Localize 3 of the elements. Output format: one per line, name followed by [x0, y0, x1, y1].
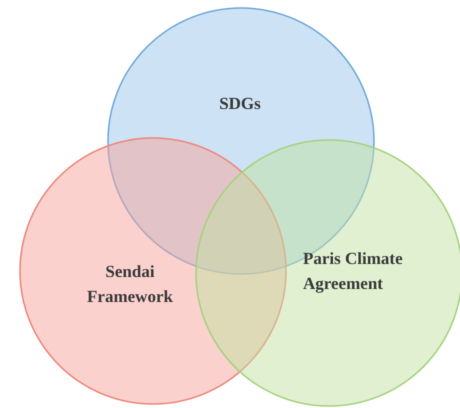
circle-label: Paris Climate Agreement — [303, 248, 404, 295]
circle-label: SDGs — [218, 93, 262, 115]
circle-label: Sendai Framework — [86, 261, 174, 308]
